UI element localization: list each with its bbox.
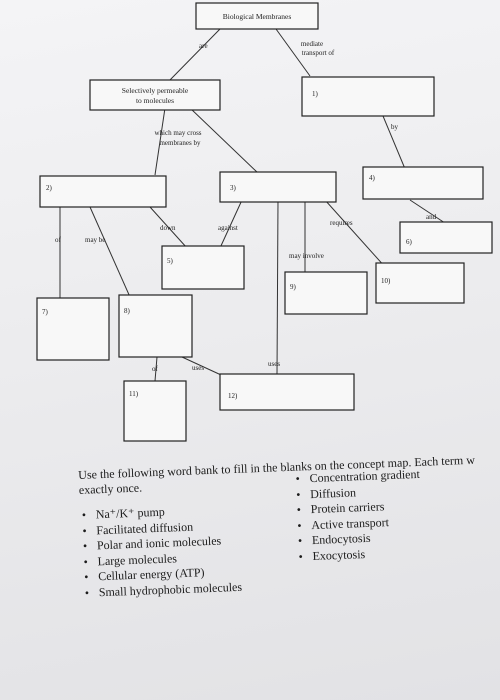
- link-may-involve: may involve: [289, 252, 324, 260]
- box-text-line2: to molecules: [136, 96, 174, 105]
- blank-box-12[interactable]: 12): [219, 373, 355, 411]
- blank-box-6[interactable]: 6): [399, 221, 493, 254]
- link-membranes-by: membranes by: [159, 139, 201, 147]
- link-transport-of: transport of: [302, 49, 335, 57]
- concept-map: Biological Membranes Selectively permeab…: [36, 2, 493, 442]
- blank-box-5[interactable]: 5): [161, 245, 245, 290]
- map-title: Biological Membranes: [223, 12, 292, 21]
- link-by: by: [391, 123, 399, 131]
- blank-box-5-number: 5): [167, 257, 174, 265]
- blank-box-3[interactable]: 3): [219, 171, 337, 203]
- link-and: and: [426, 213, 437, 221]
- word-bank-section: Use the following word bank to fill in t…: [78, 452, 500, 601]
- blank-box-4[interactable]: 4): [362, 166, 484, 200]
- blank-box-1-number: 1): [312, 90, 319, 98]
- blank-box-7-number: 7): [42, 308, 49, 316]
- link-may-be: may be: [85, 236, 105, 244]
- blank-box-7[interactable]: 7): [36, 297, 110, 361]
- blank-box-4-number: 4): [369, 174, 376, 182]
- blank-box-8-number: 8): [124, 307, 131, 315]
- link-are: are: [199, 42, 208, 50]
- blank-box-6-number: 6): [406, 238, 413, 246]
- blank-box-11-number: 11): [129, 390, 139, 398]
- link-down: down: [160, 224, 176, 232]
- word-bank-right-column: Concentration gradient Diffusion Protein…: [293, 464, 497, 593]
- blank-box-9-number: 9): [290, 283, 297, 291]
- title-box: Biological Membranes: [195, 2, 319, 30]
- word-bank: Na⁺/K⁺ pump Facilitated diffusion Polar …: [80, 467, 500, 601]
- blank-box-10-number: 10): [381, 277, 391, 285]
- link-uses-left: uses: [192, 364, 204, 372]
- link-mediate: mediate: [301, 40, 323, 48]
- blank-box-12-number: 12): [228, 392, 238, 400]
- blank-box-2[interactable]: 2): [39, 175, 167, 208]
- blank-box-2-number: 2): [46, 184, 53, 192]
- link-requires: requires: [330, 219, 353, 227]
- link-against: against: [218, 224, 238, 232]
- box-text-line1: Selectively permeable: [122, 86, 189, 95]
- link-which-may-cross: which may cross: [154, 129, 201, 137]
- blank-box-9[interactable]: 9): [284, 271, 368, 315]
- blank-box-10[interactable]: 10): [375, 262, 465, 304]
- link-of-mid: of: [152, 365, 159, 373]
- word-bank-left-column: Na⁺/K⁺ pump Facilitated diffusion Polar …: [80, 500, 298, 601]
- blank-box-3-number: 3): [230, 184, 237, 192]
- link-labels: are mediate transport of which may cross…: [55, 40, 437, 373]
- blank-box-1[interactable]: 1): [301, 76, 435, 117]
- link-of-left: of: [55, 236, 62, 244]
- link-uses-right: uses: [268, 360, 280, 368]
- blank-box-11[interactable]: 11): [123, 380, 187, 442]
- blank-box-8[interactable]: 8): [118, 294, 193, 358]
- connector-lines: [59, 28, 449, 382]
- selectively-permeable-box: Selectively permeable to molecules: [89, 79, 221, 111]
